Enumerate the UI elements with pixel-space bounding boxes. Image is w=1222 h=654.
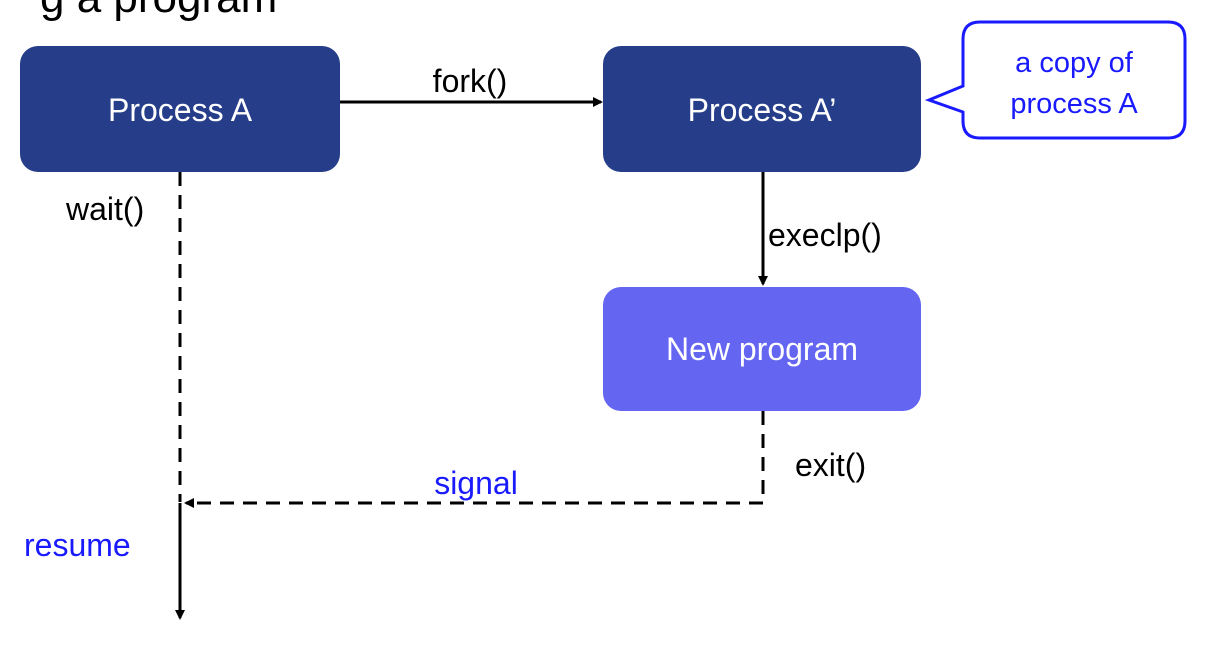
process-a-label: Process A — [108, 92, 253, 128]
process-a-box — [20, 46, 340, 172]
process-a-copy-label: Process A’ — [688, 92, 837, 128]
process-a-copy-node: Process A’ — [603, 46, 921, 172]
new-program-label: New program — [666, 331, 858, 367]
process-a-copy-box — [603, 46, 921, 172]
callout-bubble — [924, 20, 1187, 140]
exit-label: exit() — [795, 447, 866, 483]
callout-line1: a copy of — [1015, 47, 1134, 79]
execlp-label: execlp() — [768, 217, 882, 253]
fork-label: fork() — [433, 63, 508, 99]
callout-line2: process A — [1010, 88, 1138, 120]
process-a-node: Process A — [20, 46, 340, 172]
wait-label: wait() — [65, 191, 144, 227]
title-fragment: g a program — [40, 0, 277, 22]
resume-label: resume — [24, 527, 131, 563]
signal-label: signal — [434, 465, 518, 501]
new-program-node: New program — [603, 287, 921, 411]
new-program-box — [603, 287, 921, 411]
copy-callout: a copy of process A — [924, 20, 1187, 140]
